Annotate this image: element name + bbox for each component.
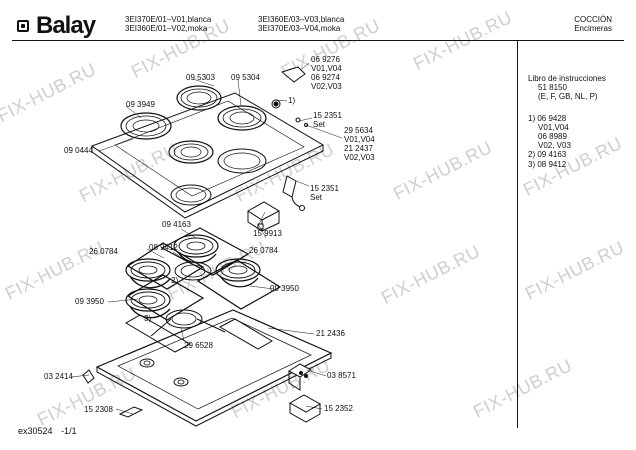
- sidebar-divider: [517, 40, 518, 428]
- leader-lines: [70, 62, 343, 415]
- part-label-212437-variant: V02,V03: [344, 153, 375, 162]
- brand-name: Balay: [36, 12, 96, 39]
- category-block: COCCIÓN Encimeras: [574, 15, 612, 34]
- part-label-032414: 03 2414: [44, 372, 73, 381]
- models-left: 3EI370E/01–V01,blanca 3EI360E/01–V02,mok…: [125, 15, 212, 34]
- part-label-090444: 09 0444: [64, 146, 93, 155]
- part-label-093950-left: 09 3950: [75, 297, 104, 306]
- model-line-3: 3EI360E/03–V03,blanca: [258, 15, 345, 24]
- lower-tray: [95, 309, 333, 427]
- model-line-4: 3EI370E/03–V04,moka: [258, 23, 341, 33]
- part-label-152351-bottom: 15 2351: [310, 184, 339, 193]
- part-label-069274-variant: V02,V03: [311, 82, 342, 91]
- sidebar-notes: Libro de instrucciones 51 8150 (E, F, GB…: [528, 74, 606, 169]
- callout-3: 3): [144, 314, 152, 323]
- upper-cooktop-body: [90, 92, 325, 219]
- callout-2: 2): [171, 276, 179, 285]
- part-label-152308: 15 2308: [84, 405, 113, 414]
- part-label-152352: 15 2352: [324, 404, 353, 413]
- part-label-152351-top: 15 2351: [313, 111, 342, 120]
- part-label-295634: 29 5634: [344, 126, 373, 135]
- note-line-1: 1) 06 9428: [528, 113, 567, 123]
- part-label-089412: 08 9412: [149, 243, 178, 252]
- category-subtitle: Encimeras: [574, 23, 612, 33]
- upper-burners: [120, 85, 267, 206]
- part-label-094163: 09 4163: [162, 220, 191, 229]
- part-label-069274: 06 9274: [311, 73, 340, 82]
- part-label-095304: 09 5304: [231, 73, 260, 82]
- part-label-093949: 09 3949: [126, 100, 155, 109]
- part-label-260784-left: 26 0784: [89, 247, 118, 256]
- middle-small-parts: [247, 201, 281, 232]
- category-title: COCCIÓN: [574, 15, 612, 24]
- part-label-260784-right: 26 0784: [249, 246, 278, 255]
- part-label-038571: 03 8571: [327, 371, 356, 380]
- note-line-2: V01,V04: [538, 122, 569, 132]
- part-label-152351-bottom-set: Set: [310, 193, 323, 202]
- part-label-069276: 06 9276: [311, 55, 340, 64]
- brand-mark-icon: [16, 19, 30, 33]
- manual-langs: (E, F, GB, NL, P): [538, 92, 598, 102]
- note-line-5: 2) 09 4163: [528, 150, 567, 160]
- note-line-6: 3) 08 9412: [528, 159, 567, 169]
- manual-code: 51 8150: [538, 83, 567, 93]
- part-label-093950-right: 09 3950: [270, 284, 299, 293]
- footer-page: -1/1: [61, 426, 77, 436]
- model-line-2: 3EI360E/01–V02,moka: [125, 23, 208, 33]
- part-label-295634-variant: V01,V04: [344, 135, 375, 144]
- brand-logo: Balay: [16, 12, 96, 39]
- manual-title: Libro de instrucciones: [528, 74, 606, 83]
- part-label-296528: 29 6528: [184, 341, 213, 350]
- note-line-4: V02, V03: [538, 141, 571, 151]
- header-divider: [12, 40, 624, 41]
- model-line-1: 3EI370E/01–V01,blanca: [125, 15, 212, 24]
- lower-small-parts: [82, 363, 322, 423]
- note-line-3: 06 8989: [538, 131, 567, 141]
- part-label-212437: 21 2437: [344, 144, 373, 153]
- part-label-152351-top-set: Set: [313, 120, 326, 129]
- footer-code: ex30524 -1/1: [18, 426, 77, 436]
- part-label-159913: 15 9913: [253, 229, 282, 238]
- part-label-095303: 09 5303: [186, 73, 215, 82]
- callout-1-top: 1): [288, 96, 296, 105]
- part-label-069276-variant: V01,V04: [311, 64, 342, 73]
- footer-doc-code: ex30524: [18, 426, 53, 436]
- models-right: 3EI360E/03–V03,blanca 3EI370E/03–V04,mok…: [258, 15, 345, 34]
- upper-controls: [271, 66, 308, 211]
- part-label-212436: 21 2436: [316, 329, 345, 338]
